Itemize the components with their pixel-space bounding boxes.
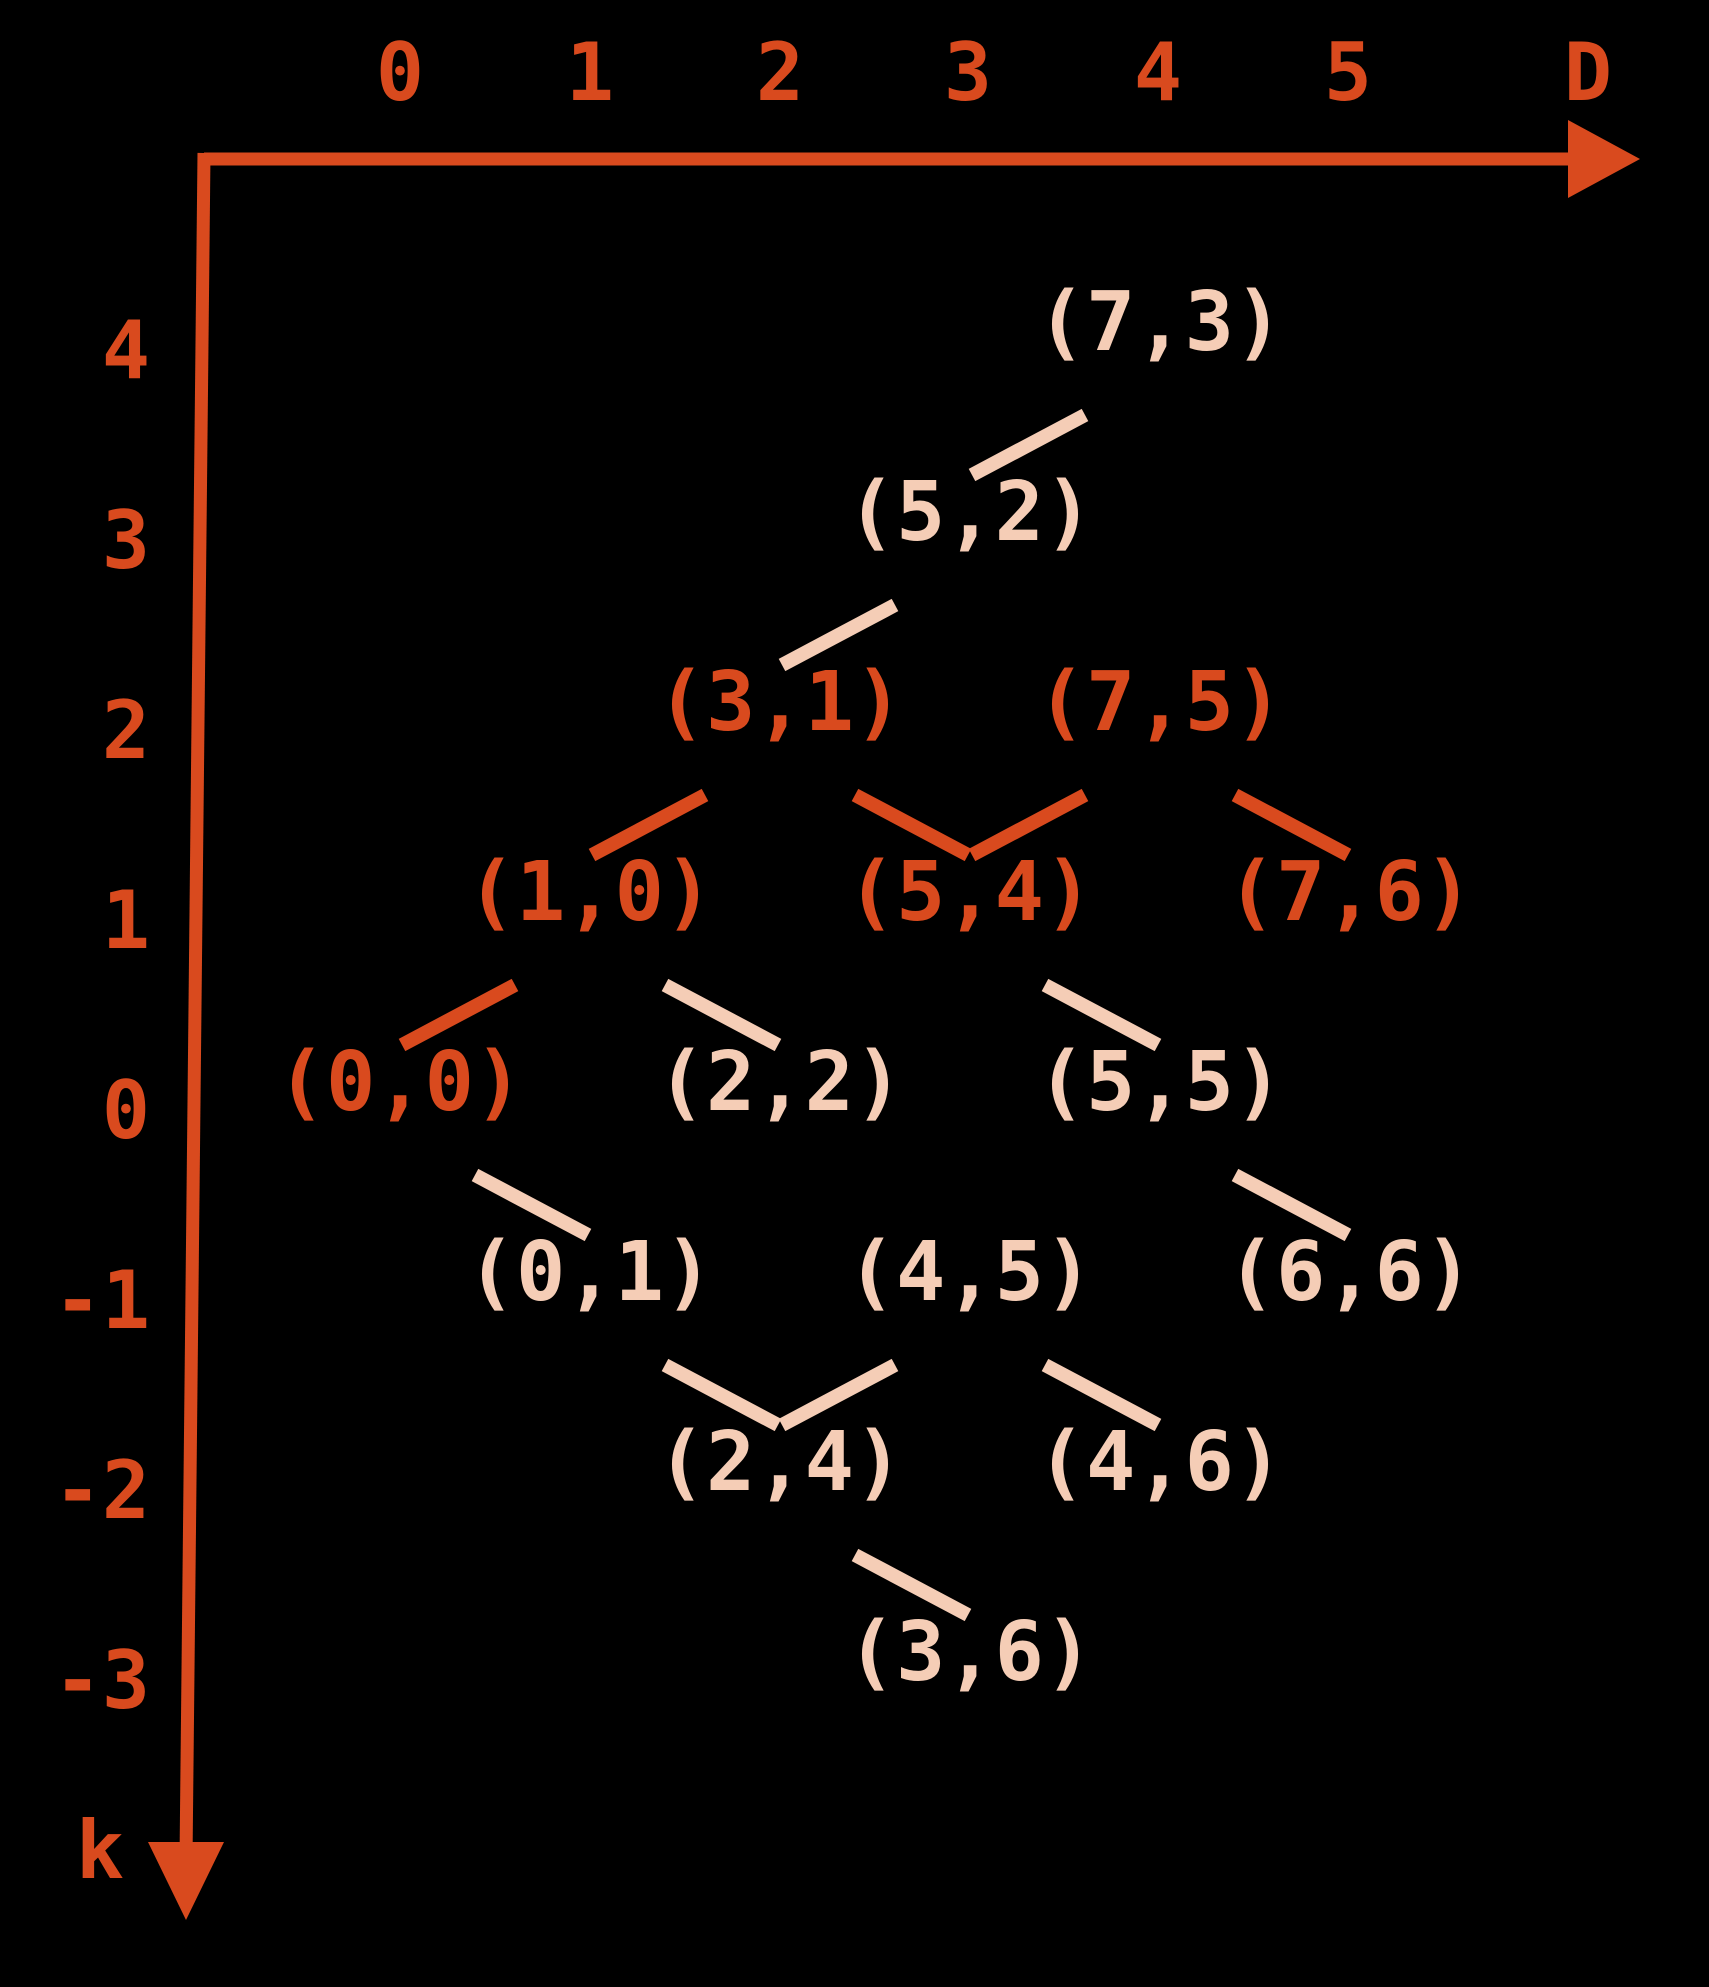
x-tick-label: 2 xyxy=(756,26,804,119)
axes: 0 1 2 3 4 5 D 4 3 2 1 0 -1 -2 -3 k xyxy=(54,26,1640,1920)
graph-edge xyxy=(851,788,972,862)
graph-edge xyxy=(968,408,1089,482)
graph-edge xyxy=(1231,788,1352,862)
graph-node-label: (5,5) xyxy=(1037,1035,1284,1130)
y-tick-label: 2 xyxy=(102,684,150,777)
graph-node-label: (3,6) xyxy=(847,1605,1094,1700)
graph-node-label: (5,4) xyxy=(847,845,1094,940)
graph-node-label: (5,2) xyxy=(847,465,1094,560)
graph-edge xyxy=(471,1168,592,1242)
x-tick-label: 5 xyxy=(1324,26,1372,119)
x-tick-label: 3 xyxy=(944,26,992,119)
x-axis-label: D xyxy=(1564,26,1612,119)
graph-edge xyxy=(778,1358,899,1432)
y-tick-label: -2 xyxy=(54,1444,150,1537)
graph-node-label: (0,1) xyxy=(467,1225,714,1320)
graph-node-label: (7,6) xyxy=(1227,845,1474,940)
graph-edge xyxy=(661,1358,782,1432)
graph-edge xyxy=(661,978,782,1052)
graph-node-label: (3,1) xyxy=(657,655,904,750)
graph-node-label: (0,0) xyxy=(277,1035,524,1130)
y-axis-line xyxy=(179,152,211,1861)
x-axis-arrowhead xyxy=(1568,120,1640,198)
y-tick-label: 4 xyxy=(102,304,150,397)
graph-edge xyxy=(778,598,899,672)
graph-node-label: (2,4) xyxy=(657,1415,904,1510)
graph-node-label: (7,5) xyxy=(1037,655,1284,750)
y-tick-label: 0 xyxy=(102,1064,150,1157)
graph-edge xyxy=(1041,978,1162,1052)
x-axis-ticks: 0 1 2 3 4 5 D xyxy=(376,26,1612,119)
graph-node-label: (6,6) xyxy=(1227,1225,1474,1320)
graph-node-label: (1,0) xyxy=(467,845,714,940)
graph-node-label: (4,6) xyxy=(1037,1415,1284,1510)
graph-edge xyxy=(851,1548,972,1622)
x-tick-label: 0 xyxy=(376,26,424,119)
y-axis-ticks: 4 3 2 1 0 -1 -2 -3 k xyxy=(54,304,150,1897)
graph-node-label: (7,3) xyxy=(1037,275,1284,370)
x-tick-label: 1 xyxy=(566,26,614,119)
y-tick-label: -3 xyxy=(54,1634,150,1727)
x-tick-label: 4 xyxy=(1134,26,1182,119)
y-tick-label: -1 xyxy=(54,1254,150,1347)
graph-node-label: (4,5) xyxy=(847,1225,1094,1320)
y-axis-arrowhead xyxy=(148,1842,224,1920)
graph-nodes: (7,3) (5,2) (3,1) (7,5) (1,0) (5,4) (7,6) (0,0)… xyxy=(277,275,1474,1700)
graph-edge xyxy=(1041,1358,1162,1432)
graph-edge xyxy=(398,978,519,1052)
graph-edge xyxy=(968,788,1089,862)
graph-node-label: (2,2) xyxy=(657,1035,904,1130)
y-axis-label: k xyxy=(76,1804,124,1897)
graph-edge xyxy=(588,788,709,862)
graph-edges xyxy=(398,408,1352,1622)
y-tick-label: 1 xyxy=(102,874,150,967)
graph-edge xyxy=(1231,1168,1352,1242)
y-tick-label: 3 xyxy=(102,494,150,587)
